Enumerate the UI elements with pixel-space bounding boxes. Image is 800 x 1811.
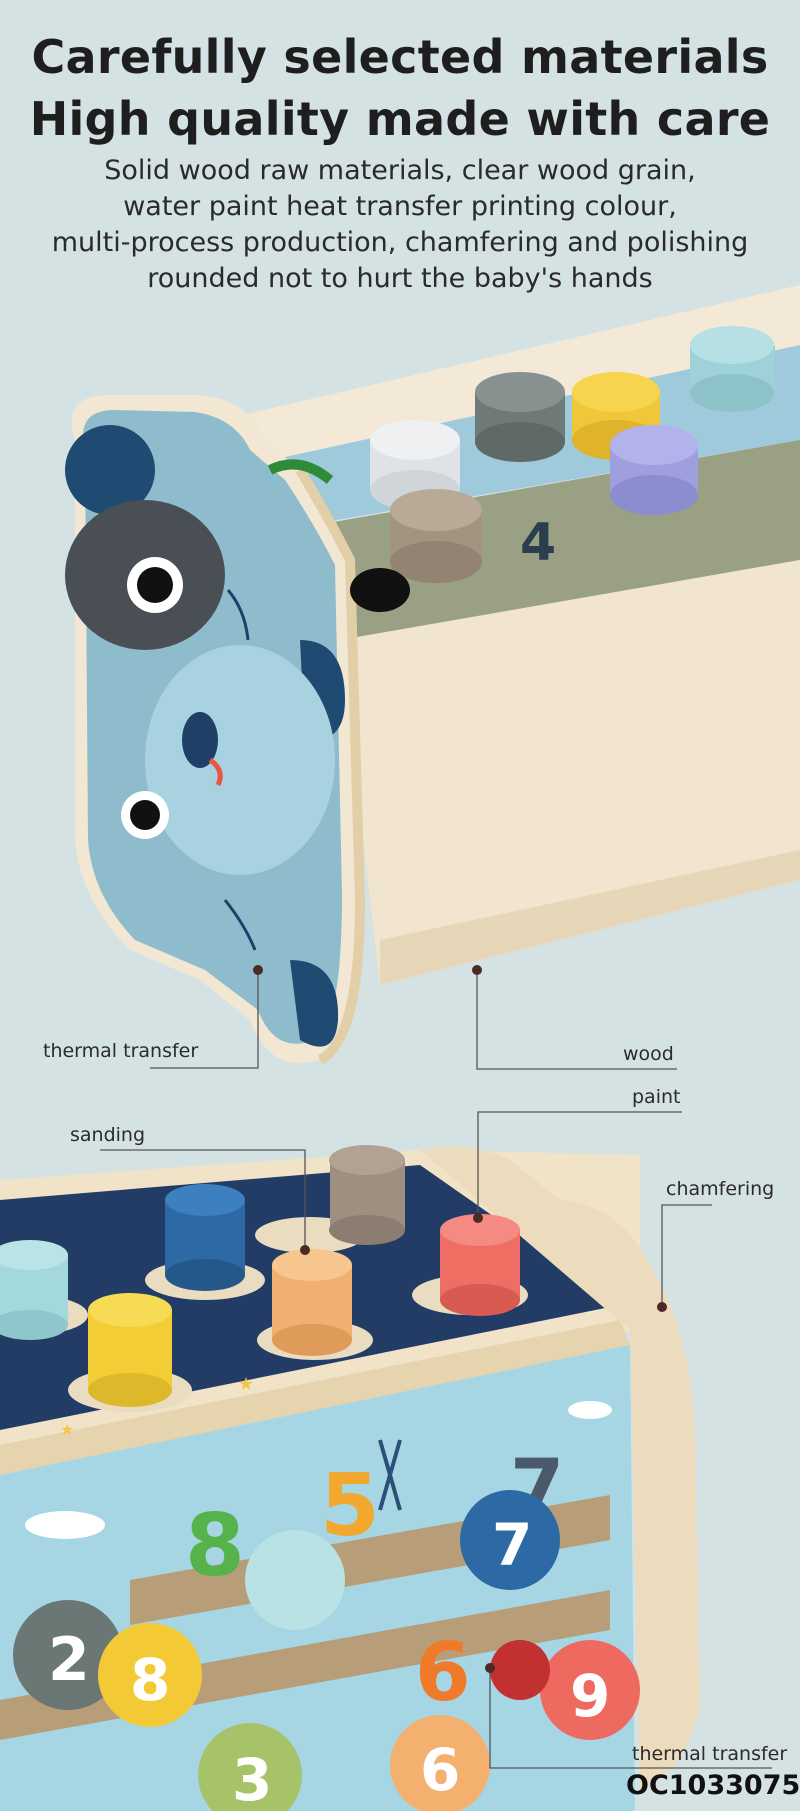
description-line-4: rounded not to hurt the baby's hands bbox=[147, 263, 653, 294]
description-line-3: multi-process production, chamfering and… bbox=[51, 227, 749, 258]
peg-taupe-bottom bbox=[329, 1145, 405, 1245]
callout-thermal-transfer-top: thermal transfer bbox=[43, 1040, 199, 1062]
svg-text:7: 7 bbox=[492, 1511, 532, 1579]
callout-wood: wood bbox=[623, 1043, 674, 1065]
svg-text:9: 9 bbox=[570, 1662, 610, 1730]
svg-text:3: 3 bbox=[232, 1746, 272, 1811]
peg-coral bbox=[440, 1214, 520, 1316]
description-line-2: water paint heat transfer printing colou… bbox=[123, 191, 677, 222]
svg-text:4: 4 bbox=[520, 513, 556, 573]
headline-line-1: Carefully selected materials bbox=[31, 30, 769, 84]
peg-mint-bottom bbox=[0, 1240, 68, 1340]
peg-lilac bbox=[610, 425, 698, 515]
chamfered-end-board bbox=[420, 1146, 700, 1790]
headline-line-2: High quality made with care bbox=[29, 92, 771, 146]
svg-text:5: 5 bbox=[320, 1456, 380, 1556]
callout-thermal-transfer-bottom: thermal transfer bbox=[632, 1743, 788, 1765]
pegs-bottom-top bbox=[0, 1145, 520, 1407]
callout-sanding: sanding bbox=[70, 1124, 146, 1146]
callout-chamfering: chamfering bbox=[666, 1178, 775, 1200]
peg-grey bbox=[475, 372, 565, 462]
peg-white bbox=[370, 420, 460, 510]
svg-text:2: 2 bbox=[48, 1625, 90, 1695]
toy-box-top: 4 bbox=[65, 285, 800, 1065]
svg-text:8: 8 bbox=[185, 1496, 245, 1596]
panda-ear-left bbox=[65, 425, 155, 515]
svg-text:8: 8 bbox=[130, 1646, 170, 1714]
svg-text:★: ★ bbox=[238, 1374, 254, 1394]
peg-mint bbox=[690, 326, 775, 412]
svg-text:6: 6 bbox=[415, 1626, 471, 1719]
description-line-1: Solid wood raw materials, clear wood gra… bbox=[104, 155, 696, 186]
product-code: OC1033075 bbox=[626, 1770, 800, 1801]
pegs-top bbox=[370, 326, 775, 583]
toy-box-bottom: ★ ★ ★ bbox=[0, 1145, 700, 1811]
peg-peach bbox=[272, 1249, 352, 1356]
callout-paint: paint bbox=[632, 1086, 681, 1108]
svg-text:6: 6 bbox=[420, 1736, 460, 1804]
peg-taupe bbox=[390, 489, 482, 583]
svg-text:★: ★ bbox=[60, 1422, 74, 1439]
peg-blue bbox=[165, 1184, 245, 1291]
peg-yellow-bottom bbox=[88, 1293, 172, 1407]
